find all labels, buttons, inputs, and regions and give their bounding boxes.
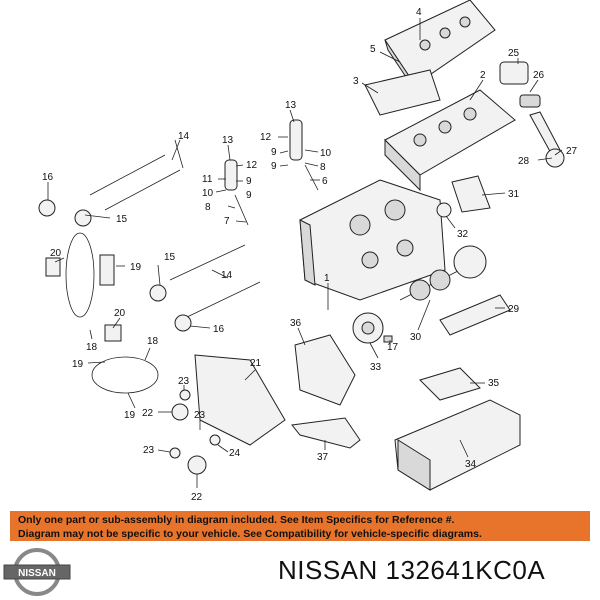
- callout-17: 17: [387, 342, 399, 353]
- engine-block: [299, 179, 446, 301]
- crankshaft: [399, 245, 487, 301]
- callout-8b: 8: [205, 202, 211, 213]
- pulley-bolt: [383, 335, 393, 343]
- oil-pickup: [291, 417, 361, 449]
- callout-28: 28: [518, 156, 530, 167]
- callout-32: 32: [457, 229, 469, 240]
- disclaimer-banner: Only one part or sub-assembly in diagram…: [10, 511, 590, 541]
- callout-7: 7: [224, 216, 230, 227]
- callout-16b: 16: [213, 324, 225, 335]
- callout-36: 36: [290, 318, 302, 329]
- callout-14a: 14: [178, 131, 190, 142]
- callout-9c: 9: [246, 176, 252, 187]
- valve-cover: [384, 0, 496, 96]
- callout-13b: 13: [222, 135, 234, 146]
- callout-8a: 8: [320, 162, 326, 173]
- timing-cover: [194, 354, 286, 446]
- callout-23b: 23: [194, 410, 206, 421]
- part-22a: [171, 403, 189, 421]
- exploded-parts-diagram: 4 5 3 2 25 26 27 28 31 32 1 29 30 17 33 …: [38, 0, 578, 503]
- callout-1: 1: [324, 273, 330, 284]
- callout-16a: 16: [42, 172, 54, 183]
- callout-numbers: 4 5 3 2 25 26 27 28 31 32 1 29 30 17 33 …: [42, 7, 578, 503]
- callout-19c: 19: [124, 410, 136, 421]
- callout-27: 27: [566, 146, 578, 157]
- callout-11: 11: [202, 174, 213, 185]
- callout-13a: 13: [285, 100, 297, 111]
- disclaimer-line-1: Only one part or sub-assembly in diagram…: [18, 514, 455, 526]
- callout-6: 6: [322, 176, 328, 187]
- callout-22b: 22: [191, 492, 203, 503]
- part-23b: [169, 447, 181, 459]
- cam-sprocket-15a: [74, 209, 92, 227]
- part-number-title: NISSAN 132641KC0A: [278, 555, 546, 585]
- callout-29: 29: [508, 304, 520, 315]
- cam-sprocket-16a: [38, 199, 56, 217]
- callout-15a: 15: [116, 214, 128, 225]
- callout-14b: 14: [221, 270, 233, 281]
- cam-sprocket-15b: [149, 284, 167, 302]
- oil-pan-baffle: [419, 367, 481, 401]
- callout-23a: 23: [178, 376, 190, 387]
- callout-26: 26: [533, 70, 545, 81]
- callout-9d: 9: [246, 190, 252, 201]
- crank-seal: [436, 202, 452, 218]
- callout-2: 2: [480, 70, 486, 81]
- callout-5: 5: [370, 44, 376, 55]
- callout-19a: 19: [130, 262, 142, 273]
- timing-chain: [45, 232, 159, 394]
- callout-23c: 23: [143, 445, 155, 456]
- callout-3: 3: [353, 76, 359, 87]
- callout-4: 4: [416, 7, 422, 18]
- valve-train: [224, 119, 319, 226]
- callout-18b: 18: [86, 342, 98, 353]
- callout-19b: 19: [72, 359, 84, 370]
- camshafts-lower: [169, 244, 261, 319]
- valve-cover-gasket: [364, 69, 441, 116]
- pulley-hub: [361, 321, 375, 335]
- part-24: [209, 434, 221, 446]
- part-23a: [179, 389, 191, 401]
- callout-10b: 10: [202, 188, 214, 199]
- rear-seal-retainer: [451, 175, 491, 213]
- callout-9b: 9: [271, 161, 277, 172]
- callout-15b: 15: [164, 252, 176, 263]
- logo-text: NISSAN: [18, 568, 56, 579]
- callout-12b: 12: [246, 160, 258, 171]
- callout-20b: 20: [114, 308, 126, 319]
- callout-30: 30: [410, 332, 422, 343]
- callout-24: 24: [229, 448, 241, 459]
- cylinder-head: [384, 89, 516, 192]
- callout-33: 33: [370, 362, 382, 373]
- callout-37: 37: [317, 452, 329, 463]
- callout-25: 25: [508, 48, 520, 59]
- callout-10a: 10: [320, 148, 332, 159]
- cam-sprocket-16b: [174, 314, 192, 332]
- leader-lines: [47, 18, 563, 488]
- callout-12a: 12: [260, 132, 272, 143]
- part-22b: [187, 455, 207, 475]
- disclaimer-line-2: Diagram may not be specific to your vehi…: [18, 528, 482, 540]
- callout-18a: 18: [147, 336, 159, 347]
- callout-35: 35: [488, 378, 500, 389]
- oil-pump: [294, 334, 356, 406]
- callout-31: 31: [508, 189, 520, 200]
- main-bearings: [439, 294, 511, 336]
- camshafts-upper: [89, 154, 181, 211]
- callout-34: 34: [465, 459, 477, 470]
- nissan-logo: NISSAN: [3, 548, 71, 596]
- callout-20a: 20: [50, 248, 62, 259]
- callout-9a: 9: [271, 147, 277, 158]
- piston-assembly: [499, 61, 565, 168]
- callout-22a: 22: [142, 408, 154, 419]
- callout-21: 21: [250, 358, 262, 369]
- oil-pan: [394, 399, 521, 491]
